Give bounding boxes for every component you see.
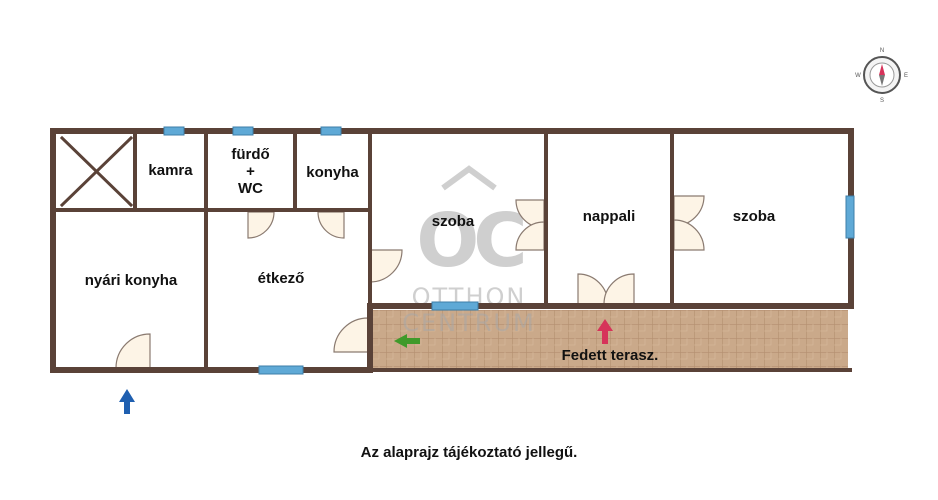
watermark-monogram: OC — [416, 198, 523, 284]
window-furdo — [232, 126, 254, 136]
room-label-szoba-right: szoba — [732, 208, 776, 225]
compass-e: E — [904, 73, 908, 79]
terrace-floor — [372, 310, 848, 370]
compass-w: W — [855, 73, 861, 79]
disclaimer-note: Az alaprajz tájékoztató jellegű. — [360, 444, 578, 461]
room-label-furdo-line2: + — [246, 163, 255, 180]
window-etkezo — [258, 365, 304, 375]
entry-arrow-green — [394, 334, 420, 348]
door-szoba-left — [369, 249, 403, 283]
door-konyha — [317, 211, 345, 239]
room-label-nyari-konyha: nyári konyha — [84, 272, 178, 289]
room-label-furdo: fürdő + WC — [206, 146, 295, 197]
window-szoba-terrace — [431, 301, 479, 311]
windows — [163, 126, 855, 375]
room-label-etkezo: étkező — [257, 270, 305, 287]
window-konyha — [320, 126, 342, 136]
door-nappali-terrace-a — [577, 273, 609, 305]
room-label-konyha: konyha — [306, 164, 359, 181]
room-label-nappali: nappali — [582, 208, 636, 225]
door-nyari-konyha — [115, 333, 151, 369]
door-nappali-terrace-b — [603, 273, 635, 305]
window-szoba-right — [845, 195, 855, 239]
doors — [115, 195, 705, 369]
window-kamra — [163, 126, 185, 136]
entry-arrow-blue — [119, 389, 135, 414]
compass-s: S — [880, 98, 884, 104]
door-etkezo-entry — [333, 317, 369, 353]
room-label-terasz: Fedett terasz. — [561, 347, 659, 364]
door-szoba-nappali-b — [515, 221, 545, 251]
otthon-centrum-watermark: OC OTTHON CENTRUM — [402, 165, 535, 337]
door-nappali-szoba-b — [673, 219, 705, 251]
door-furdo — [247, 211, 275, 239]
room-label-szoba-left: szoba — [431, 213, 475, 230]
entry-arrow-red — [597, 319, 613, 344]
compass-n: N — [880, 48, 884, 54]
room-label-furdo-line1: fürdő — [231, 146, 270, 163]
room-label-kamra: kamra — [148, 162, 193, 179]
room-label-furdo-line3: WC — [238, 180, 263, 197]
compass-icon: N S E W — [855, 48, 908, 104]
watermark-line2: CENTRUM — [402, 309, 535, 337]
